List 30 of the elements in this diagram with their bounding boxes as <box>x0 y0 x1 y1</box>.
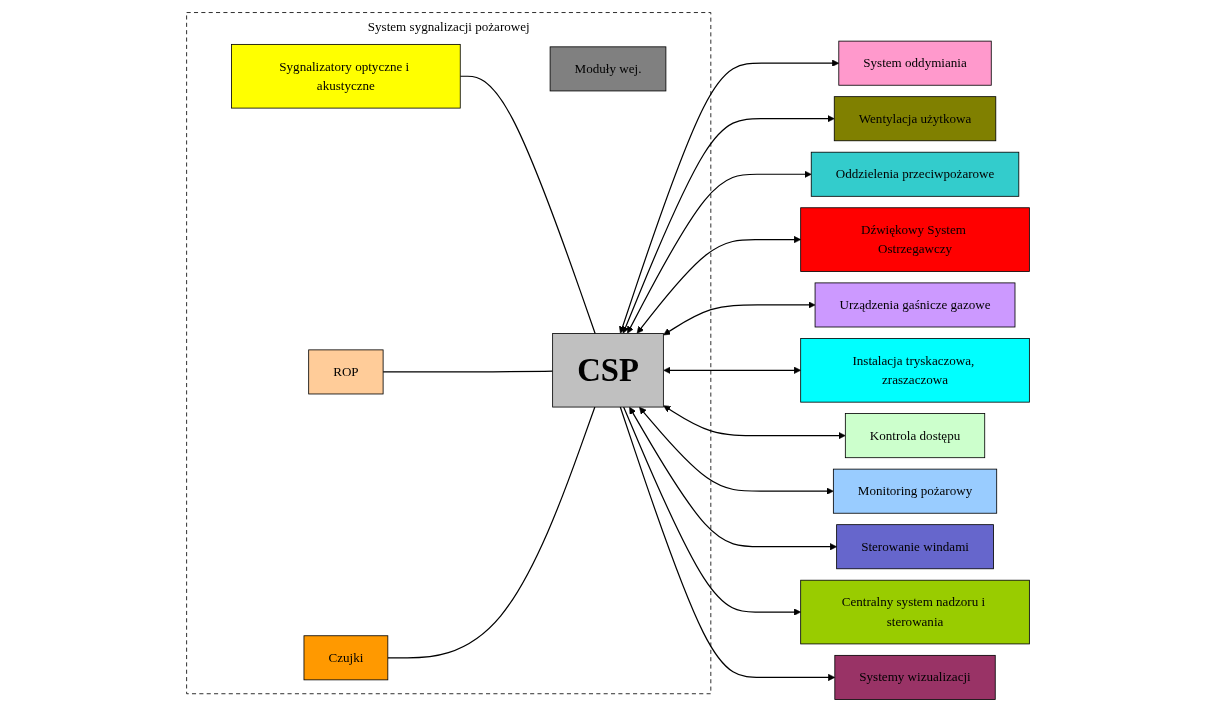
node-box: Sygnalizatory optyczne i akustyczne <box>231 43 461 108</box>
node-box: ROP <box>308 348 384 394</box>
connector <box>459 75 596 334</box>
node-box: Urządzenia gaśnicze gazowe <box>814 282 1016 327</box>
arrow <box>622 114 835 334</box>
node-box: System oddymiania <box>838 40 992 86</box>
arrow <box>623 405 801 616</box>
arrow <box>663 300 816 335</box>
arrow <box>629 406 837 550</box>
arrow <box>636 235 801 334</box>
node-box: Moduły wej. <box>549 45 667 91</box>
node-box: Centralny system nadzoru i sterowania <box>800 579 1030 644</box>
node-box: Czujki <box>303 634 389 680</box>
node-box: Instalacja tryskaczowa, zraszaczowa <box>800 337 1030 403</box>
node-box: Monitoring pożarowy <box>832 468 998 514</box>
node-box: Kontrola dostępu <box>844 412 986 458</box>
node-box: Dźwiękowy System Ostrzegawczy <box>800 206 1030 272</box>
arrow <box>619 59 840 334</box>
node-box: Wentylacja użytkowa <box>833 95 997 141</box>
arrow <box>619 405 836 681</box>
arrow <box>663 366 801 374</box>
node-box: Oddzielenia przeciwpożarowe <box>810 151 1020 197</box>
arrow <box>663 404 846 439</box>
connector <box>387 405 596 658</box>
connector <box>382 370 554 373</box>
node-box: Systemy wizualizacji <box>834 654 996 700</box>
node-box: CSP <box>552 332 664 407</box>
arrow <box>639 406 834 495</box>
node-box: Sterowanie windami <box>836 523 994 569</box>
arrow <box>627 170 812 334</box>
